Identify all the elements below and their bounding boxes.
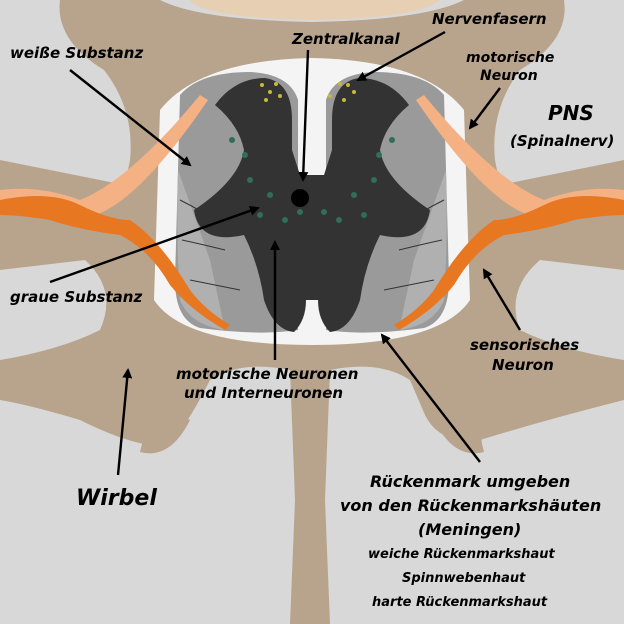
label-rueckenmark-1: Rückenmark umgeben bbox=[370, 472, 570, 491]
arrow-sensorisches-neuron bbox=[482, 268, 522, 331]
label-motor-inter-1: motorische Neuronen bbox=[176, 365, 358, 383]
arrow-graue-substanz bbox=[49, 205, 260, 284]
labels: weiße Substanz Zentralkanal Nervenfasern… bbox=[10, 10, 614, 610]
label-meningen: (Meningen) bbox=[418, 520, 521, 539]
label-rueckenmark-2: von den Rückenmarkshäuten bbox=[340, 496, 601, 515]
label-harte-rueckenmarkshaut: harte Rückenmarkshaut bbox=[372, 595, 548, 610]
label-pns: PNS bbox=[548, 101, 594, 125]
label-motor-inter-2: und Interneuronen bbox=[184, 384, 343, 402]
label-motorische-neuron-2: Neuron bbox=[480, 68, 538, 84]
label-nervenfasern: Nervenfasern bbox=[432, 10, 547, 28]
grey-matter bbox=[194, 78, 430, 332]
spinal-nerve-right bbox=[394, 95, 624, 330]
vertebra-top-surface bbox=[190, 0, 440, 20]
nerve-fiber-dots bbox=[260, 82, 356, 102]
label-motorische-neuron-1: motorische bbox=[466, 50, 554, 66]
spinal-nerve-left bbox=[0, 95, 230, 330]
central-canal bbox=[291, 189, 309, 207]
arrow-motorische-neuron bbox=[468, 87, 501, 130]
label-zentralkanal: Zentralkanal bbox=[291, 30, 400, 48]
arrow-rueckenmark bbox=[380, 333, 481, 463]
label-sensorisches-1: sensorisches bbox=[470, 336, 579, 354]
arrow-weisse-substanz bbox=[69, 69, 192, 167]
fiber-streaks bbox=[179, 199, 445, 291]
arrow-nervenfasern bbox=[356, 30, 446, 82]
arrow-zentralkanal bbox=[298, 49, 310, 182]
label-graue-substanz: graue Substanz bbox=[10, 288, 142, 306]
label-weiche-rueckenmarkshaut: weiche Rückenmarkshaut bbox=[368, 547, 555, 562]
neuron-dots bbox=[229, 137, 395, 223]
pointer-arrows bbox=[49, 30, 522, 476]
label-spinalnerv: (Spinalnerv) bbox=[510, 132, 614, 150]
label-sensorisches-2: Neuron bbox=[492, 356, 554, 374]
label-wirbel: Wirbel bbox=[76, 486, 157, 511]
label-weisse-substanz: weiße Substanz bbox=[10, 44, 143, 62]
label-spinnwebenhaut: Spinnwebenhaut bbox=[402, 571, 526, 586]
arrow-wirbel bbox=[116, 368, 133, 476]
